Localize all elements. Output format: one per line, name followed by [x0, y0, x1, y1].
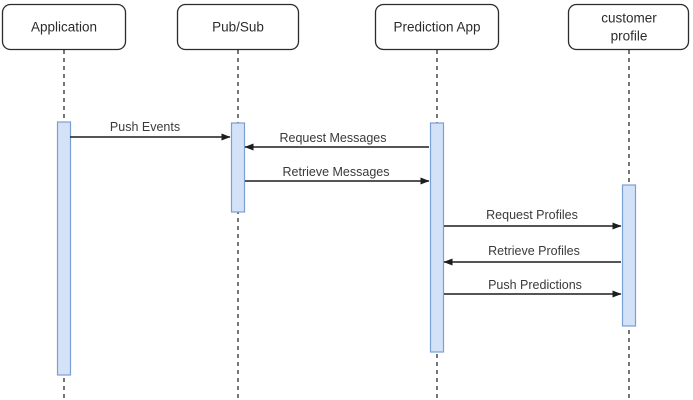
- participant-label-customer-profile-line2: profile: [611, 29, 648, 44]
- participant-box-application[interactable]: [1, 3, 127, 51]
- activation-bar-pubsub: [230, 122, 246, 213]
- message-label-request-profiles: Request Profiles: [486, 208, 578, 222]
- message-label-retrieve-messages: Retrieve Messages: [283, 165, 390, 179]
- activation-bar-customer-profile: [621, 184, 637, 327]
- participant-label-prediction-app: Prediction App: [393, 20, 480, 35]
- message-request-messages[interactable]: Request Messages: [244, 131, 429, 151]
- activation-bars-group: [56, 121, 637, 376]
- participant-application[interactable]: Application: [1, 3, 127, 51]
- participant-box-customer-profile[interactable]: [567, 3, 690, 51]
- message-label-request-messages: Request Messages: [279, 131, 386, 145]
- activation-bar-prediction-app: [429, 122, 445, 353]
- participant-label-application: Application: [31, 20, 97, 35]
- participant-prediction-app[interactable]: Prediction App: [374, 3, 500, 51]
- lifelines-group: [63, 50, 630, 400]
- message-label-push-events: Push Events: [110, 120, 180, 134]
- message-request-profiles[interactable]: Request Profiles: [444, 208, 622, 230]
- message-label-retrieve-profiles: Retrieve Profiles: [488, 244, 580, 258]
- participant-pubsub[interactable]: Pub/Sub: [176, 3, 300, 51]
- message-retrieve-profiles[interactable]: Retrieve Profiles: [443, 244, 621, 266]
- participant-customer-profile[interactable]: customer profile: [567, 3, 690, 51]
- participant-label-pubsub: Pub/Sub: [212, 20, 264, 35]
- message-push-events[interactable]: Push Events: [70, 120, 231, 141]
- activation-bar-application: [56, 121, 72, 376]
- message-label-push-predictions: Push Predictions: [488, 278, 582, 292]
- participant-box-prediction-app[interactable]: [374, 3, 500, 51]
- participant-label-customer-profile-line1: customer: [601, 11, 657, 26]
- message-retrieve-messages[interactable]: Retrieve Messages: [245, 165, 430, 185]
- message-push-predictions[interactable]: Push Predictions: [444, 278, 622, 298]
- participant-box-pubsub[interactable]: [176, 3, 300, 51]
